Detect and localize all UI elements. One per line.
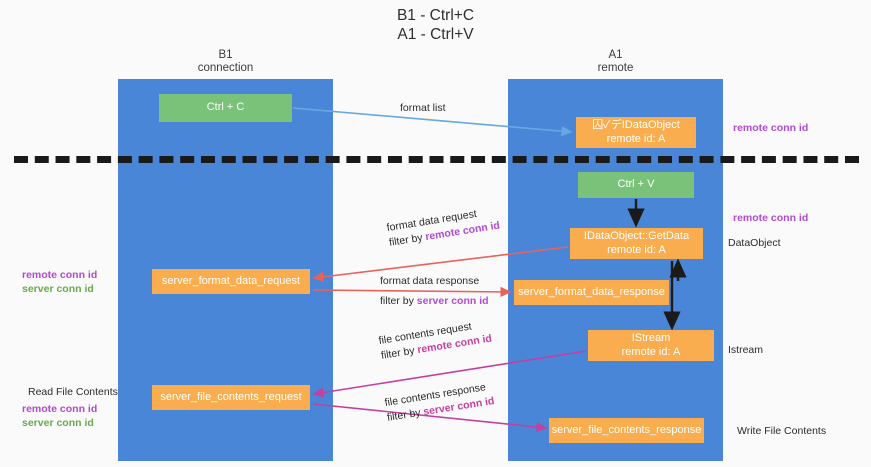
annotation-conn-ids-left-2: remote conn id server conn id bbox=[22, 402, 97, 430]
annotation-read-file-contents: Read File Contents bbox=[28, 386, 118, 398]
edge-label-format-data-response-text: format data response bbox=[380, 275, 480, 287]
annotation-left-remote-conn-id: remote conn id bbox=[22, 269, 98, 281]
annotation-left-remote-conn-id-2: remote conn id bbox=[22, 403, 98, 415]
annotation-remote-conn-id-mid: remote conn id bbox=[733, 212, 809, 224]
edge-label-format-list-text: format list bbox=[400, 102, 446, 114]
filter-value-server-conn-id: server conn id bbox=[416, 295, 489, 307]
node-ctrl-c[interactable]: Ctrl + C bbox=[159, 94, 292, 122]
title-line-2: A1 - Ctrl+V bbox=[397, 26, 474, 43]
node-server-file-contents-response-label: server_file_contents_response bbox=[551, 423, 702, 436]
annotation-left-server-conn-id-2: server conn id bbox=[22, 417, 94, 429]
node-idataobject[interactable]: 囚✓デIDataObject remote id: A bbox=[576, 117, 696, 148]
annotation-left-server-conn-id: server conn id bbox=[22, 283, 94, 295]
node-server-format-data-response[interactable]: server_format_data_response bbox=[514, 280, 669, 305]
node-server-format-data-request-label: server_format_data_request bbox=[161, 274, 301, 287]
annotation-write-file-contents: Write File Contents bbox=[737, 425, 827, 437]
node-server-file-contents-response[interactable]: server_file_contents_response bbox=[549, 418, 704, 443]
node-getdata-remote-id: remote id: A bbox=[607, 243, 666, 256]
column-header-a1-line2: remote bbox=[597, 62, 634, 74]
node-server-format-data-response-label: server_format_data_response bbox=[518, 285, 665, 298]
node-istream[interactable]: IStream remote id: A bbox=[588, 330, 714, 361]
annotation-dataobject: DataObject bbox=[728, 237, 781, 249]
column-header-b1-line2: connection bbox=[197, 62, 254, 74]
node-server-file-contents-request[interactable]: server_file_contents_request bbox=[152, 385, 310, 410]
edge-label-format-data-response: format data response filter by server co… bbox=[380, 274, 489, 309]
phase-divider bbox=[14, 156, 859, 163]
node-ctrl-v[interactable]: Ctrl + V bbox=[578, 172, 694, 198]
node-ctrl-v-label: Ctrl + V bbox=[617, 178, 655, 191]
column-header-a1: A1 remote bbox=[508, 49, 723, 75]
node-ctrl-c-label: Ctrl + C bbox=[206, 101, 245, 114]
edge-label-format-data-response-filter: filter by server conn id bbox=[380, 295, 489, 307]
node-idataobject-getdata[interactable]: IDataObject::GetData remote id: A bbox=[570, 228, 703, 259]
node-idataobject-remote-id: remote id: A bbox=[606, 132, 666, 145]
node-server-format-data-request[interactable]: server_format_data_request bbox=[152, 269, 310, 294]
node-server-file-contents-request-label: server_file_contents_request bbox=[160, 390, 302, 403]
column-header-b1: B1 connection bbox=[118, 49, 333, 75]
node-getdata-label: IDataObject::GetData bbox=[583, 230, 690, 242]
node-istream-remote-id: remote id: A bbox=[621, 345, 681, 358]
node-idataobject-label: 囚✓デIDataObject bbox=[592, 119, 680, 131]
annotation-istream: Istream bbox=[728, 344, 764, 356]
node-istream-label: IStream bbox=[631, 332, 671, 344]
diagram-title: B1 - Ctrl+C A1 - Ctrl+V bbox=[0, 6, 871, 44]
annotation-conn-ids-left: remote conn id server conn id bbox=[22, 268, 97, 296]
column-header-b1-line1: B1 bbox=[218, 49, 233, 61]
edge-label-format-list: format list bbox=[400, 101, 446, 116]
title-line-1: B1 - Ctrl+C bbox=[396, 7, 475, 24]
column-header-a1-line1: A1 bbox=[608, 49, 623, 61]
annotation-remote-conn-id-top: remote conn id bbox=[733, 122, 809, 134]
